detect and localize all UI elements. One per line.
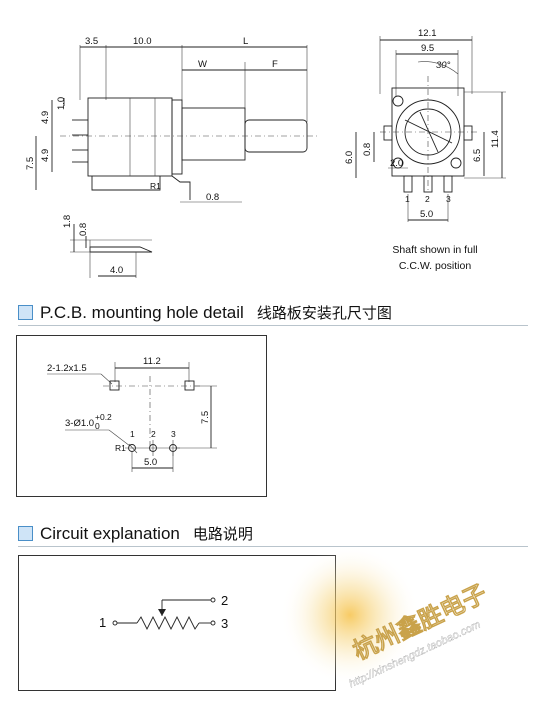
pcb-heading-square-icon bbox=[18, 305, 33, 320]
component-drawing: 3.5 10.0 L W F R1 4.9 1.0 4.9 7.5 0.8 bbox=[25, 28, 506, 278]
dim-10-0: 10.0 bbox=[133, 36, 152, 47]
dim-2-0: 2.0 bbox=[390, 158, 403, 169]
dim-9-5: 9.5 bbox=[421, 43, 434, 54]
circuit-pin-3: 3 bbox=[221, 616, 228, 631]
pcb-holes-tol-upper: +0.2 bbox=[95, 412, 112, 422]
dim-5-0-front: 5.0 bbox=[420, 209, 433, 220]
dim-4-9-upper: 4.9 bbox=[40, 111, 51, 124]
dim-F: F bbox=[272, 59, 278, 70]
front-pin-2: 2 bbox=[425, 194, 430, 204]
dim-30-deg: 30° bbox=[436, 60, 451, 71]
potentiometer-schematic: 1 3 2 bbox=[99, 593, 228, 631]
dim-1-0: 1.0 bbox=[56, 97, 67, 110]
watermark-line2: http://xinshengdz.taobao.com bbox=[347, 619, 482, 691]
side-r1: R1 bbox=[150, 181, 161, 191]
dim-12-1: 12.1 bbox=[418, 28, 437, 39]
pin-foot-detail: 1.8 0.8 4.0 bbox=[62, 215, 153, 278]
dim-4-0: 4.0 bbox=[110, 265, 123, 276]
shaft-note-line2: C.C.W. position bbox=[398, 260, 472, 272]
front-pin-3: 3 bbox=[446, 194, 451, 204]
shaft-note: Shaft shown in full C.C.W. position bbox=[380, 242, 490, 274]
pcb-dim-5-0: 5.0 bbox=[144, 457, 157, 468]
circuit-heading: Circuit explanation 电路说明 bbox=[18, 523, 253, 544]
circuit-pin-2: 2 bbox=[221, 593, 228, 608]
pcb-title-zh: 线路板安装孔尺寸图 bbox=[256, 305, 392, 322]
circuit-heading-square-icon bbox=[18, 526, 33, 541]
dim-0-8-front: 0.8 bbox=[362, 143, 373, 156]
dim-W: W bbox=[198, 59, 207, 70]
pcb-pin-1: 1 bbox=[130, 429, 135, 439]
dim-7-5: 7.5 bbox=[25, 157, 36, 170]
dim-L: L bbox=[243, 36, 248, 47]
dim-1-8: 1.8 bbox=[62, 215, 73, 228]
front-pin-1: 1 bbox=[405, 194, 410, 204]
pcb-dim-7-5: 7.5 bbox=[200, 411, 211, 424]
pcb-panel: 11.2 2-1.2x1.5 7.5 3-Ø1.0 +0.2 0 1 2 3 R… bbox=[16, 335, 267, 497]
pcb-slot-label: 2-1.2x1.5 bbox=[47, 363, 87, 374]
circuit-title-en: Circuit explanation bbox=[40, 523, 180, 543]
pcb-pin-2: 2 bbox=[151, 429, 156, 439]
circuit-panel: 1 3 2 bbox=[18, 555, 336, 691]
pcb-r1: R1 bbox=[115, 443, 126, 453]
circuit-title-zh: 电路说明 bbox=[192, 526, 253, 543]
resistor-zigzag bbox=[136, 615, 200, 631]
pcb-heading: P.C.B. mounting hole detail 线路板安装孔尺寸图 bbox=[18, 302, 392, 323]
pcb-pin-3: 3 bbox=[171, 429, 176, 439]
dim-6-5: 6.5 bbox=[472, 149, 483, 162]
pcb-holes-tol-lower: 0 bbox=[95, 421, 100, 431]
dim-4-9-lower: 4.9 bbox=[40, 149, 51, 162]
pcb-holes-label: 3-Ø1.0 bbox=[65, 418, 94, 429]
dim-6-0: 6.0 bbox=[344, 151, 355, 164]
circuit-heading-rule bbox=[18, 546, 528, 547]
dim-3-5: 3.5 bbox=[85, 36, 98, 47]
pcb-hole-drawing: 11.2 2-1.2x1.5 7.5 3-Ø1.0 +0.2 0 1 2 3 R… bbox=[47, 356, 217, 472]
dim-11-4: 11.4 bbox=[490, 130, 501, 148]
watermark-line1: 杭州鑫胜电子 bbox=[349, 579, 491, 665]
shaft-note-line1: Shaft shown in full bbox=[392, 244, 478, 256]
pcb-title-en: P.C.B. mounting hole detail bbox=[40, 302, 244, 322]
pcb-dim-11-2: 11.2 bbox=[143, 356, 161, 367]
side-view: 3.5 10.0 L W F R1 4.9 1.0 4.9 7.5 0.8 bbox=[25, 36, 320, 203]
front-view: 12.1 9.5 30° 1 2 3 11.4 6.5 bbox=[344, 28, 506, 222]
dim-0-8-bottom: 0.8 bbox=[206, 192, 219, 203]
dim-0-8-foot: 0.8 bbox=[78, 223, 89, 236]
pcb-heading-rule bbox=[18, 325, 528, 326]
circuit-pin-1: 1 bbox=[99, 615, 106, 630]
